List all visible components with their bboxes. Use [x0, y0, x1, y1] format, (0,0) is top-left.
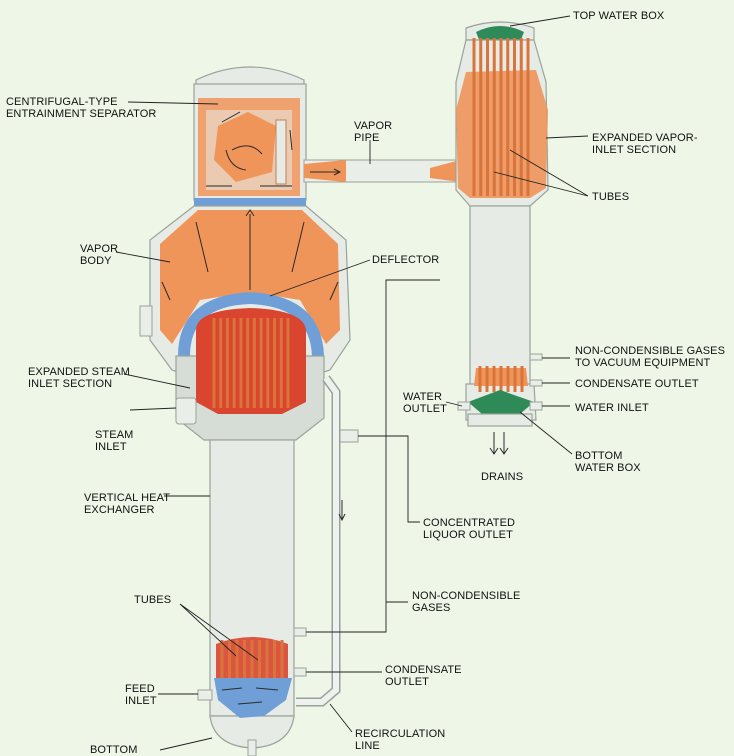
- condenser-shell: [470, 206, 530, 386]
- label-feed-inlet: FEED INLET: [125, 683, 157, 707]
- separator-inner-tube: [276, 120, 286, 184]
- label-recirculation-line: RECIRCULATION LINE: [355, 728, 445, 752]
- leader-expanded-vapor-inlet: [546, 136, 588, 138]
- label-water-inlet: WATER INLET: [575, 402, 649, 414]
- label-non-condensible-gases: NON-CONDENSIBLE GASES: [412, 590, 520, 614]
- label-steam-inlet: STEAM INLET: [95, 429, 133, 453]
- leader-bottom: [160, 738, 212, 750]
- label-concentrated-liquor-outlet: CONCENTRATED LIQUOR OUTLET: [423, 517, 515, 541]
- label-deflector: DEFLECTOR: [372, 254, 439, 266]
- liquor-outlet-tee: [340, 430, 358, 442]
- leader-recirculation: [330, 704, 352, 732]
- leader-steam-inlet: [130, 408, 176, 410]
- steam-inlet-nozzle: [176, 398, 196, 424]
- label-water-outlet: WATER OUTLET: [403, 391, 447, 415]
- label-tubes-exchanger: TUBES: [134, 594, 171, 606]
- label-entrainment-separator: CENTRIFUGAL-TYPE ENTRAINMENT SEPARATOR: [6, 96, 156, 120]
- non-condensible-nozzle: [294, 628, 306, 636]
- label-tubes-condenser: TUBES: [592, 191, 629, 203]
- label-condensate-outlet-top: CONDENSATE OUTLET: [575, 378, 699, 390]
- label-vapor-body: VAPOR BODY: [80, 243, 118, 267]
- vapor-body-nozzle: [140, 306, 152, 336]
- label-non-condensible-vacuum: NON-CONDENSIBLE GASES TO VACUUM EQUIPMEN…: [575, 345, 725, 369]
- label-vertical-heat-exchanger: VERTICAL HEAT EXCHANGER: [84, 492, 170, 516]
- label-bottom: BOTTOM: [90, 744, 137, 756]
- label-vapor-pipe: VAPOR PIPE: [354, 120, 392, 144]
- leader-liquor-outlet: [358, 436, 420, 522]
- drain-arrows: [490, 432, 508, 454]
- separator-seal: [194, 198, 306, 206]
- leader-bottom-water-box: [520, 412, 572, 454]
- water-outlet-nozzle: [458, 402, 470, 410]
- feed-inlet-pipe: [198, 690, 212, 700]
- label-bottom-water-box: BOTTOM WATER BOX: [575, 450, 641, 474]
- water-inlet-nozzle: [530, 402, 542, 410]
- vacuum-nozzle: [530, 354, 542, 360]
- label-expanded-steam-inlet: EXPANDED STEAM INLET SECTION: [28, 366, 130, 390]
- bottom-drain-pipe: [248, 740, 256, 756]
- label-drains: DRAINS: [481, 471, 523, 483]
- condenser-bottom-flange: [468, 414, 532, 426]
- condensate-outlet-nozzle: [530, 380, 542, 386]
- bottom-tubes: [222, 640, 282, 680]
- label-top-water-box: TOP WATER BOX: [573, 10, 664, 22]
- label-expanded-vapor-inlet: EXPANDED VAPOR- INLET SECTION: [592, 132, 698, 156]
- condenser-lower-tubes: [480, 366, 522, 392]
- separator-dome: [196, 67, 304, 86]
- leader-top-water-box: [510, 16, 570, 26]
- condenser-tubes: [474, 38, 528, 196]
- label-condensate-outlet: CONDENSATE OUTLET: [385, 664, 462, 688]
- condensate-nozzle: [294, 668, 306, 676]
